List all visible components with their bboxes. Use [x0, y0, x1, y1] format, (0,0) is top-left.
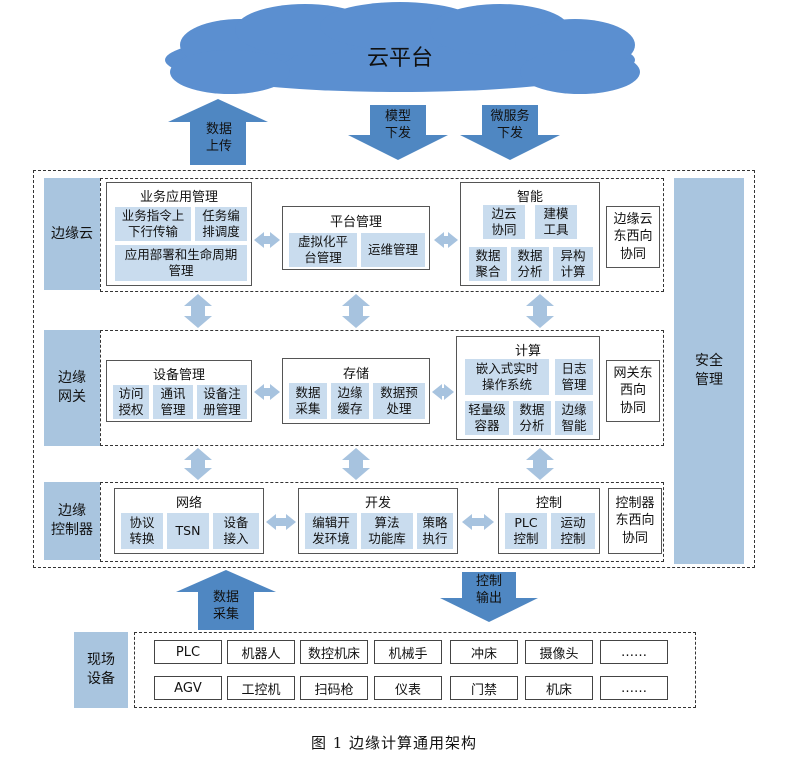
intel-panel: 智能 边云 协同 建模 工具 数据 聚合 数据 分析 异构 计算	[460, 182, 600, 286]
device-robot: 机器人	[227, 640, 295, 664]
figure-caption: 图 1 边缘计算通用架构	[310, 734, 478, 752]
dev-item-2: 算法 功能库	[361, 513, 413, 549]
model-deploy-label: 模型 下发	[384, 109, 411, 141]
device-more-1: ……	[600, 640, 668, 664]
biz-app-title: 业务应用管理	[139, 190, 218, 205]
layer-label-edge-cloud: 边缘云	[44, 178, 100, 290]
storage-title: 存储	[342, 367, 369, 382]
compute-item-1: 嵌入式实时 操作系统	[465, 359, 549, 395]
device-item-3: 设备注 册管理	[197, 385, 247, 419]
security-management: 安全 管理	[674, 178, 744, 564]
device-machine-tool: 机床	[525, 676, 593, 700]
gateway-row	[100, 330, 664, 446]
device-item-2: 通讯 管理	[153, 385, 193, 419]
controller-row	[100, 482, 664, 562]
device-cnc: 数控机床	[300, 640, 368, 664]
device-mgmt-panel: 设备管理 访问 授权 通讯 管理 设备注 册管理	[106, 360, 252, 422]
storage-item-3: 数据预 处理	[373, 383, 425, 419]
compute-item-5: 边缘 智能	[555, 401, 593, 435]
intel-item-5: 异构 计算	[553, 247, 593, 281]
device-item-1: 访问 授权	[113, 385, 149, 419]
layer-label-edge-controller: 边缘 控制器	[44, 482, 100, 560]
device-meter: 仪表	[374, 676, 442, 700]
network-item-1: 协议 转换	[121, 513, 163, 549]
cloud-platform-label: 云平台	[366, 46, 433, 71]
device-plc: PLC	[154, 640, 222, 664]
device-scanner: 扫码枪	[300, 676, 368, 700]
device-camera: 摄像头	[525, 640, 593, 664]
intel-item-1: 边云 协同	[483, 205, 525, 239]
network-panel: 网络 协议 转换 TSN 设备 接入	[114, 488, 264, 554]
device-manipulator: 机械手	[374, 640, 442, 664]
upload-arrow	[168, 99, 560, 165]
platform-item-2: 运维管理	[361, 233, 425, 267]
cloud-shape	[165, 2, 640, 94]
data-collect-label: 数据 采集	[212, 590, 239, 622]
compute-panel: 计算 嵌入式实时 操作系统 日志 管理 轻量级 容器 数据 分析 边缘 智能	[456, 336, 600, 440]
gateway-ew-collab: 网关东 西向 协同	[606, 360, 660, 422]
intel-title: 智能	[516, 190, 543, 205]
intel-item-3: 数据 聚合	[469, 247, 507, 281]
compute-item-3: 轻量级 容器	[465, 401, 509, 435]
control-item-2: 运动 控制	[551, 513, 595, 549]
device-mgmt-title: 设备管理	[152, 368, 205, 383]
compute-item-4: 数据 分析	[513, 401, 551, 435]
edge-cloud-row	[100, 178, 664, 292]
intel-item-4: 数据 分析	[511, 247, 549, 281]
storage-panel: 存储 数据 采集 边缘 缓存 数据预 处理	[282, 358, 430, 424]
platform-item-1: 虚拟化平 台管理	[289, 233, 357, 267]
storage-item-2: 边缘 缓存	[331, 383, 369, 419]
control-title: 控制	[535, 496, 562, 511]
device-press: 冲床	[450, 640, 518, 664]
compute-item-2: 日志 管理	[555, 359, 593, 395]
biz-item-3: 应用部署和生命周期 管理	[115, 245, 247, 281]
layer-label-field-devices: 现场 设备	[74, 632, 128, 708]
field-devices-row	[134, 632, 696, 708]
device-access-control: 门禁	[450, 676, 518, 700]
network-item-3: 设备 接入	[213, 513, 259, 549]
dev-item-3: 策略 执行	[417, 513, 453, 549]
control-panel: 控制 PLC 控制 运动 控制	[498, 488, 600, 554]
control-item-1: PLC 控制	[505, 513, 547, 549]
dev-item-1: 编辑开 发环境	[305, 513, 357, 549]
biz-item-1: 业务指令上 下行传输	[115, 207, 191, 241]
controller-ew-collab: 控制器 东西向 协同	[608, 488, 662, 554]
network-item-2: TSN	[167, 513, 209, 549]
control-output-label: 控制 输出	[475, 574, 502, 606]
network-title: 网络	[175, 496, 202, 511]
microservice-deploy-label: 微服务 下发	[490, 109, 530, 141]
platform-panel: 平台管理 虚拟化平 台管理 运维管理	[282, 206, 430, 270]
dev-panel: 开发 编辑开 发环境 算法 功能库 策略 执行	[298, 488, 458, 554]
layer-label-edge-gateway: 边缘 网关	[44, 330, 100, 446]
edge-frame	[33, 170, 755, 568]
device-agv: AGV	[154, 676, 222, 700]
intel-item-2: 建模 工具	[535, 205, 577, 239]
dev-title: 开发	[364, 496, 391, 511]
platform-title: 平台管理	[329, 215, 382, 230]
storage-item-1: 数据 采集	[289, 383, 327, 419]
device-ipc: 工控机	[227, 676, 295, 700]
biz-app-panel: 业务应用管理 业务指令上 下行传输 任务编 排调度 应用部署和生命周期 管理	[106, 182, 252, 286]
upload-label: 数据 上传	[205, 122, 232, 154]
device-more-2: ……	[600, 676, 668, 700]
biz-item-2: 任务编 排调度	[195, 207, 247, 241]
compute-title: 计算	[514, 344, 541, 359]
edge-cloud-ew-collab: 边缘云 东西向 协同	[606, 206, 660, 268]
